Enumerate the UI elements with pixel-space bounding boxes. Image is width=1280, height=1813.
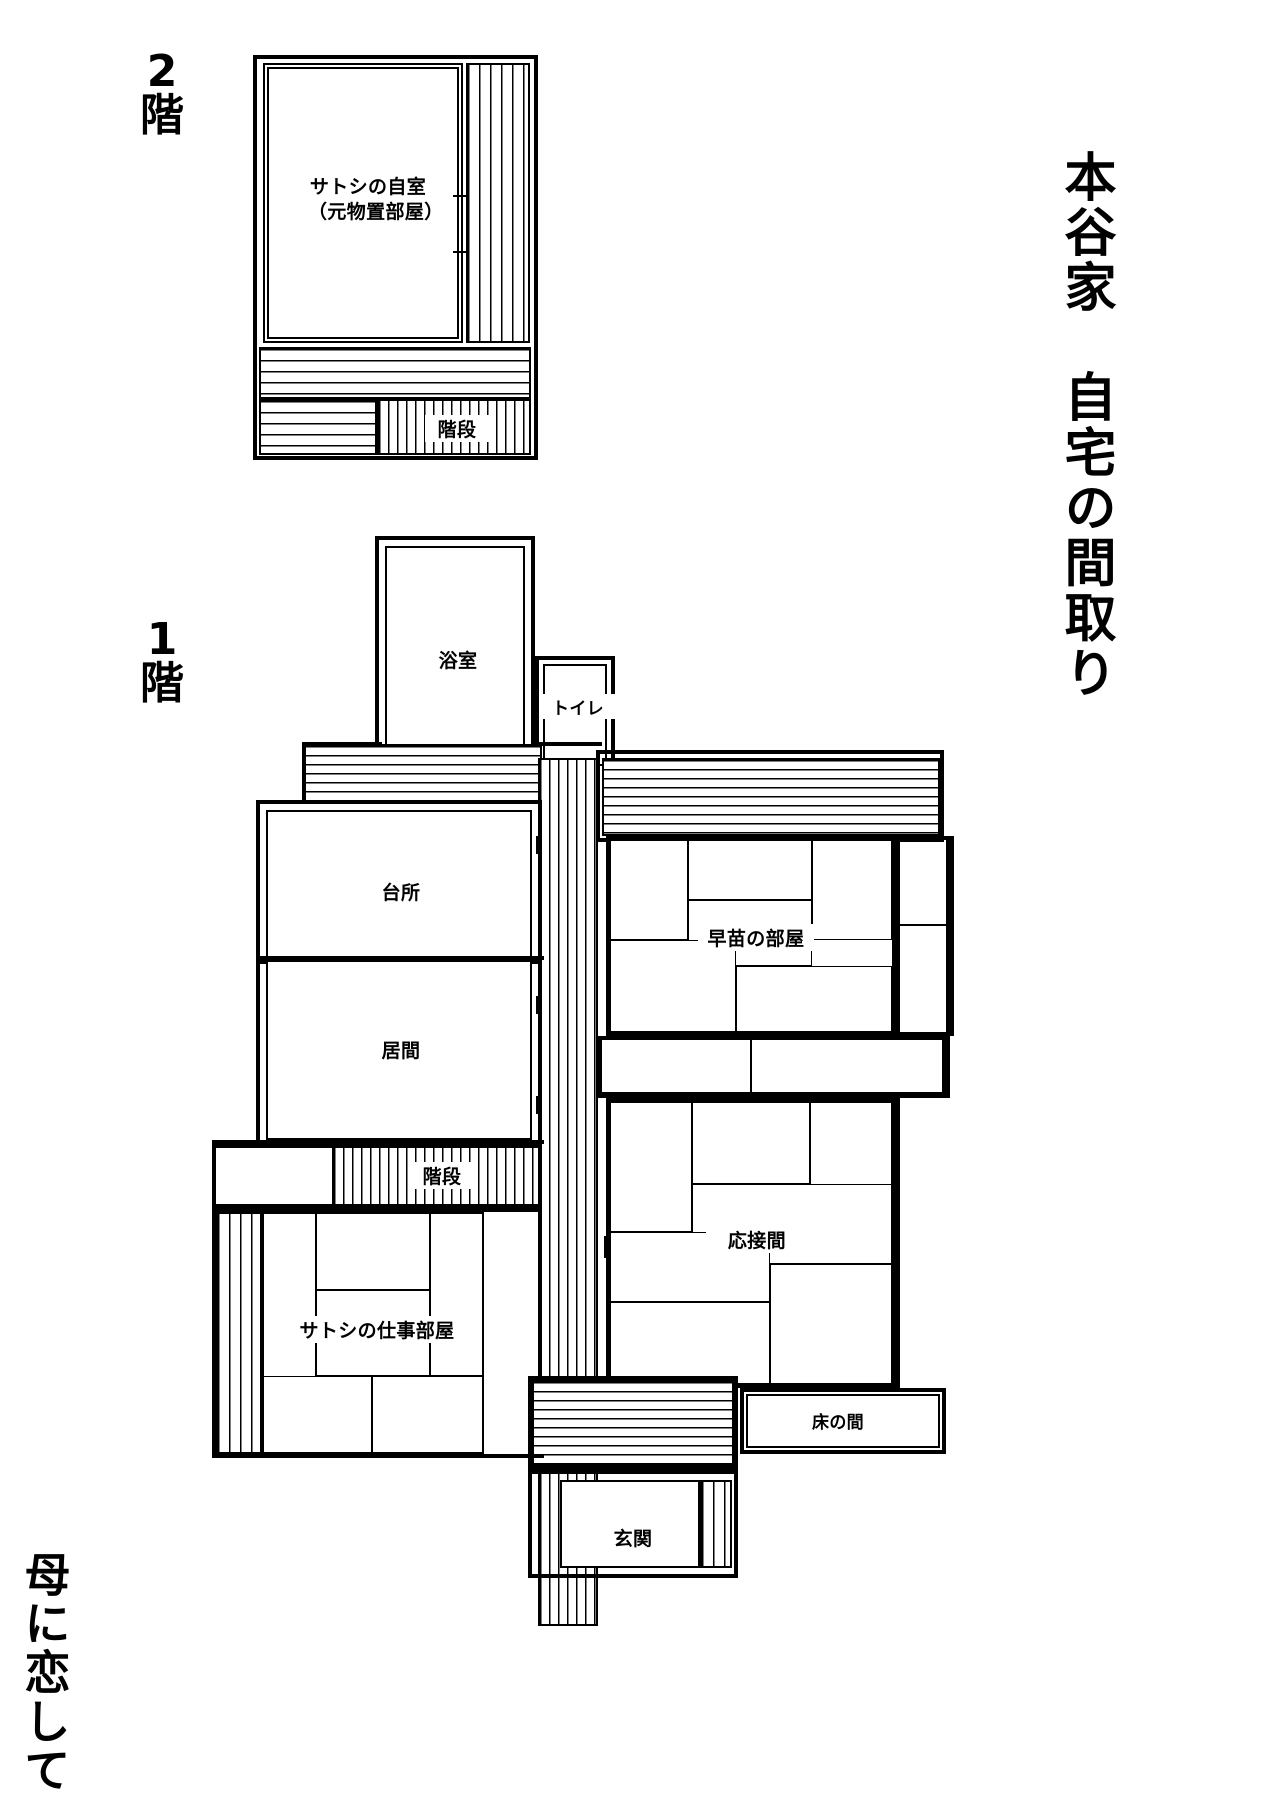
floor-label-1f-digit: 1 xyxy=(146,614,178,665)
door-nick xyxy=(256,1006,258,1024)
floor-plan-2f: サトシの自室 （元物置部屋） 階段 xyxy=(253,55,538,460)
door-nick xyxy=(453,195,467,197)
tatami-mat xyxy=(610,1102,692,1232)
landing-2f xyxy=(259,399,377,455)
door-nick xyxy=(540,1326,542,1344)
structure-line xyxy=(302,742,306,804)
door-nick xyxy=(536,996,538,1014)
tatami-mat xyxy=(770,1264,892,1384)
structure-line xyxy=(596,750,600,842)
tatami-mat xyxy=(610,1302,770,1384)
tatami-mat xyxy=(736,966,892,1032)
room-label-satoshi-bedroom: サトシの自室 （元物置部屋） xyxy=(305,175,443,226)
engawa-north xyxy=(602,758,940,836)
structure-line xyxy=(212,1140,544,1144)
door-nick xyxy=(256,916,258,934)
structure-line xyxy=(946,836,950,1098)
structure-line xyxy=(896,1098,900,1388)
room-label-stairs-2f: 階段 xyxy=(425,415,489,442)
door-nick xyxy=(540,1236,542,1254)
entrance-corridor-frame xyxy=(528,1376,738,1470)
door-nick xyxy=(256,1081,258,1099)
floor-label-2f: 2 階 xyxy=(140,50,184,138)
corridor-2f xyxy=(259,347,531,399)
tatami-mat xyxy=(610,940,736,1032)
tatami-mat xyxy=(688,840,812,900)
tatami-mat xyxy=(372,1376,484,1454)
floor-plan-1f: 浴室 トイレ 台所 居間 階段 xyxy=(210,536,954,1781)
floor-label-1f: 1 階 xyxy=(140,618,184,706)
tatami-mat xyxy=(262,1376,372,1454)
engawa-north-frame xyxy=(596,750,944,842)
room-label-stairs-1f: 階段 xyxy=(410,1162,474,1189)
closet-strip-2f xyxy=(466,63,530,343)
entrance-corridor-boards xyxy=(532,1380,734,1466)
door-nick xyxy=(256,836,258,854)
room-label-workroom: サトシの仕事部屋 xyxy=(284,1316,470,1343)
floor-label-2f-kanji: 階 xyxy=(140,90,184,141)
sheet-title: 本谷家 自宅の間取り xyxy=(1055,150,1115,702)
structure-line xyxy=(256,956,544,960)
room-label-drawing: 応接間 xyxy=(706,1226,808,1253)
room-label-sanae: 早苗の部屋 xyxy=(698,924,814,951)
structure-line xyxy=(532,742,602,746)
workroom-board-strip xyxy=(216,1212,262,1454)
room-tokonoma-outer xyxy=(740,1388,946,1454)
room-label-bathroom: 浴室 xyxy=(423,646,493,673)
room-label-kitchen: 台所 xyxy=(366,878,436,905)
corridor-north-west xyxy=(302,744,542,802)
room-sanae-outer xyxy=(606,836,896,1036)
structure-line xyxy=(212,1144,216,1456)
structure-line xyxy=(598,1092,946,1096)
outer-wall-2f xyxy=(253,55,538,460)
tatami-mat xyxy=(812,840,892,940)
door-nick xyxy=(453,251,467,253)
structure-line xyxy=(528,1376,532,1578)
tatami-mat xyxy=(692,1102,810,1184)
structure-line xyxy=(734,1376,738,1578)
room-drawing-outer xyxy=(606,1098,896,1388)
room-label-toilet: トイレ xyxy=(541,694,615,719)
structure-line xyxy=(528,1574,738,1578)
entrance-step-boards xyxy=(700,1480,732,1568)
room-label-tokonoma: 床の間 xyxy=(790,1408,886,1433)
floor-label-2f-digit: 2 xyxy=(146,46,178,97)
door-nick xyxy=(604,1236,606,1258)
structure-line xyxy=(212,1454,544,1458)
room-label-entrance: 玄関 xyxy=(598,1524,668,1551)
floor-label-1f-kanji: 階 xyxy=(140,658,184,709)
closet-divider xyxy=(896,924,954,926)
tatami-mat xyxy=(610,840,688,940)
door-nick xyxy=(536,836,538,854)
corridor-divider xyxy=(750,1036,752,1098)
room-workroom xyxy=(262,1212,484,1454)
door-nick xyxy=(536,1096,538,1114)
structure-line xyxy=(940,750,944,842)
room-label-living: 居間 xyxy=(366,1036,436,1063)
corridor-mid-east xyxy=(598,1036,946,1098)
series-title: 母に恋して xyxy=(17,1551,72,1795)
structure-line xyxy=(896,1032,948,1036)
structure-line xyxy=(302,742,382,746)
